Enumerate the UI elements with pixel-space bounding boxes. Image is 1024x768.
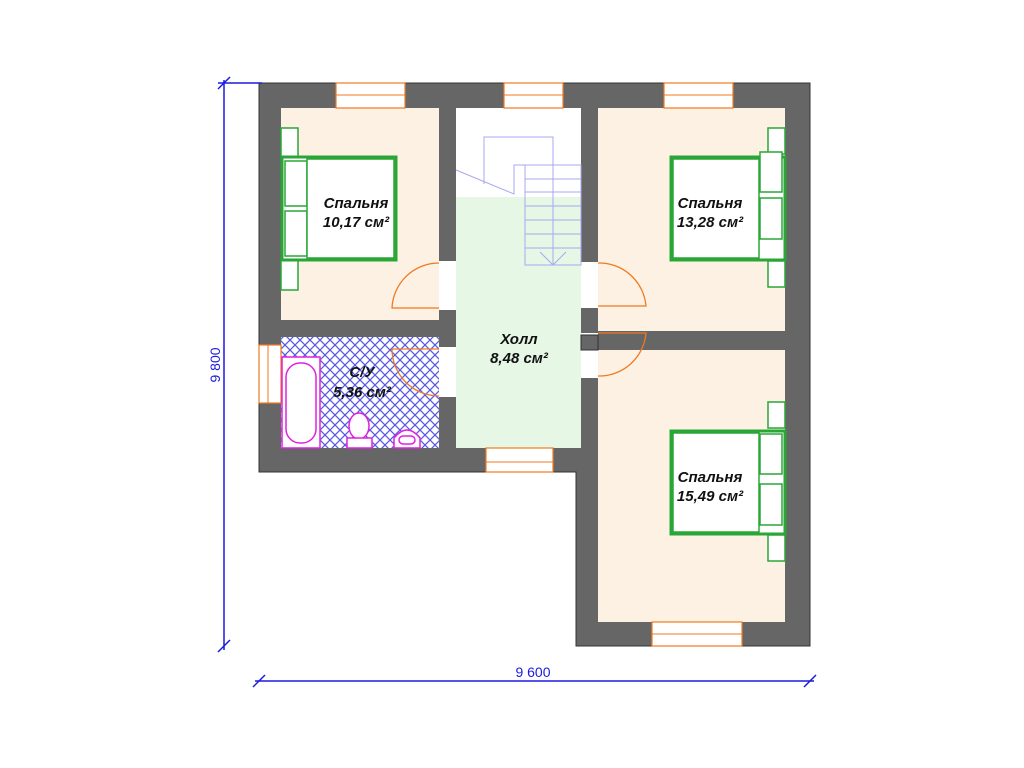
- door-opening-bathroom: [439, 347, 456, 397]
- door-bedroom-3[interactable]: [597, 332, 647, 377]
- room-label-bathroom: С/У: [349, 364, 376, 381]
- hall-stair-area: [456, 108, 581, 197]
- sink: [393, 429, 421, 449]
- room-area-bedroom-3: 15,49 см²: [677, 488, 744, 505]
- svg-text:9 800: 9 800: [207, 347, 223, 382]
- room-label-bedroom-1: Спальня: [324, 195, 389, 212]
- staircase: [455, 136, 582, 266]
- bed-bedroom-2: [669, 127, 787, 288]
- room-area-hall: 8,48 см²: [490, 350, 549, 367]
- door-bathroom[interactable]: [391, 348, 440, 397]
- room-area-bathroom: 5,36 см²: [333, 384, 392, 401]
- room-area-bedroom-1: 10,17 см²: [323, 214, 390, 231]
- room-label-bedroom-3: Спальня: [678, 469, 743, 486]
- bed-bedroom-3: [669, 401, 787, 562]
- svg-text:9 600: 9 600: [515, 664, 550, 680]
- door-bedroom-2[interactable]: [597, 262, 647, 307]
- room-label-hall: Холл: [499, 331, 538, 348]
- room-label-bedroom-2: Спальня: [678, 195, 743, 212]
- dimension-vertical: 9 800: [207, 76, 262, 653]
- windows: [258, 82, 743, 647]
- bed-bedroom-1: [280, 127, 398, 291]
- room-area-bedroom-2: 13,28 см²: [677, 214, 744, 231]
- door-opening-bedroom-2: [581, 262, 598, 308]
- bathtub: [281, 356, 321, 449]
- door-opening-bedroom-1: [439, 261, 456, 310]
- door-bedroom-1[interactable]: [391, 262, 440, 309]
- toilet: [346, 412, 373, 449]
- dimension-horizontal: 9 600: [252, 664, 817, 688]
